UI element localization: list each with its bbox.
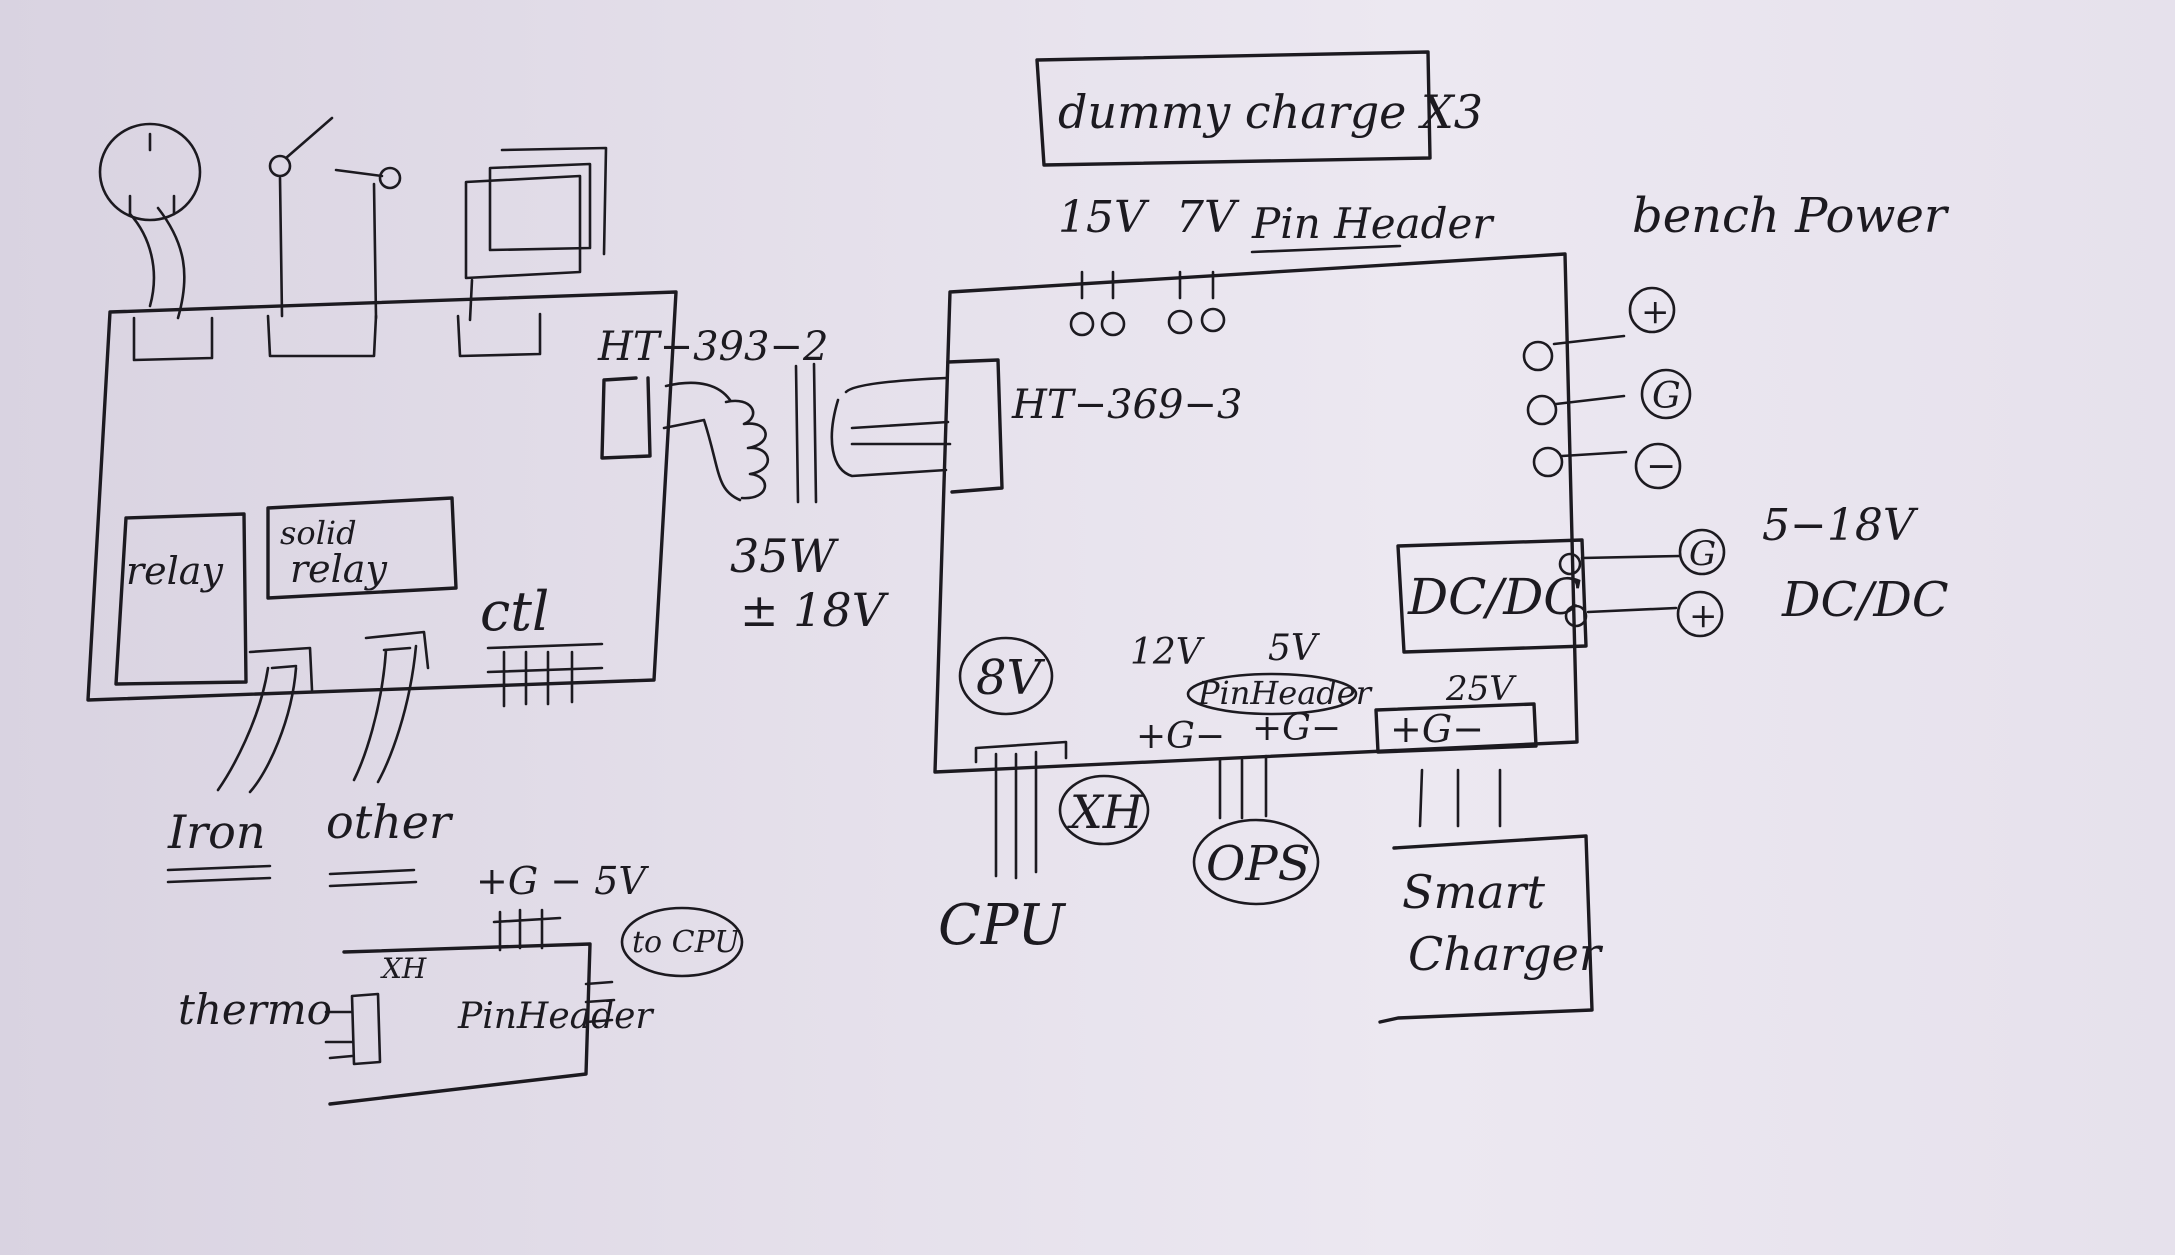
ht393-connector — [600, 376, 652, 460]
smart-charger-label-1: Smart — [1402, 865, 1546, 919]
smart-connector — [1374, 702, 1538, 754]
voltage-7v-label: 7V — [1176, 192, 1240, 243]
smart-charger-label-2: Charger — [1408, 927, 1604, 981]
thermo-pin-header-pins — [584, 980, 616, 1024]
ht369-label: HT−369−3 — [1011, 382, 1242, 428]
voltage-15v-label: 15V — [1058, 192, 1150, 243]
other-label: other — [326, 795, 454, 849]
iron-underline — [166, 864, 272, 884]
dcdc-box — [1396, 538, 1588, 654]
relay-box — [114, 512, 248, 686]
bench-minus-symbol: − — [1646, 446, 1676, 487]
pins-mid-right: +G− — [1252, 708, 1341, 749]
pin-header-mid-marker — [1186, 672, 1358, 716]
voltage-25v-label: 25V — [1445, 669, 1517, 709]
thermo-xh-label: XH — [380, 952, 427, 985]
iron-other-sockets — [216, 630, 430, 794]
voltage-5v-label: 5V — [1268, 628, 1321, 669]
bench-power-terminals — [1522, 286, 1692, 490]
main-board-outline — [933, 252, 1579, 774]
pin-header-thermo-label: PinHeader — [457, 996, 654, 1037]
dcdc-plus-symbol: + — [1689, 596, 1718, 636]
voltage-pm18-label: ± 18V — [740, 583, 890, 637]
solid-relay-label-1: solid — [280, 514, 357, 552]
xh-marker — [1058, 774, 1150, 846]
8v-marker — [958, 636, 1054, 716]
solid-relay-label-2: relay — [290, 547, 387, 591]
voltage-12v-label: 12V — [1130, 632, 1206, 673]
xh-label: XH — [1067, 785, 1144, 839]
dcdc-outer-label: DC/DC — [1781, 572, 1949, 628]
ops-label: OPS — [1206, 836, 1311, 892]
dcdc-terminals — [1558, 528, 1726, 638]
pins-mid-left: +G− — [1136, 716, 1225, 757]
bench-plus-symbol: + — [1641, 292, 1670, 332]
iron-label: Iron — [167, 805, 265, 859]
cpu-connector — [974, 740, 1068, 880]
pins-smart: +G− — [1390, 707, 1484, 751]
dummy-charge-box — [1035, 50, 1432, 167]
bench-g-symbol: G — [1652, 376, 1681, 417]
pin-header-mid-label: PinHeader — [1197, 674, 1373, 712]
pin-header-top-label: Pin Header — [1251, 199, 1495, 248]
ops-marker — [1192, 818, 1320, 906]
cpu-label: CPU — [938, 893, 1067, 958]
to-cpu-marker — [620, 906, 744, 978]
thermo-label: thermo — [178, 985, 332, 1034]
dcdc-box-label: DC/DC — [1407, 568, 1582, 626]
bench-power-label: bench Power — [1632, 188, 1950, 244]
thermo-pins — [492, 908, 562, 952]
ht393-label: HT−393−2 — [597, 324, 828, 370]
to-cpu-label: to CPU — [632, 925, 741, 960]
thermo-board-outline — [328, 942, 592, 1106]
smart-charger-box — [1378, 834, 1594, 1024]
top-pin-header — [1069, 270, 1226, 337]
voltage-8v-label: 8V — [976, 650, 1046, 706]
left-board-outline — [86, 290, 678, 702]
dummy-charge-label: dummy charge X3 — [1058, 85, 1483, 139]
thermo-connector — [324, 992, 382, 1066]
pin-header-underline — [1250, 244, 1402, 254]
transformer — [662, 362, 952, 504]
thermo-pins-label: +G − 5V — [476, 859, 649, 903]
ctl-pins — [486, 642, 604, 708]
ops-wires — [1218, 754, 1268, 820]
smart-wires — [1418, 768, 1502, 828]
solid-relay-box — [266, 496, 458, 600]
dcdc-g-symbol: G — [1689, 534, 1716, 574]
ctl-label: ctl — [480, 580, 549, 643]
top-connectors — [98, 116, 608, 362]
other-underline — [328, 868, 418, 888]
ht369-connector — [946, 358, 1004, 494]
relay-label: relay — [126, 549, 223, 593]
voltage-5-18v-label: 5−18V — [1762, 500, 1919, 551]
power-35w-label: 35W — [730, 529, 840, 583]
